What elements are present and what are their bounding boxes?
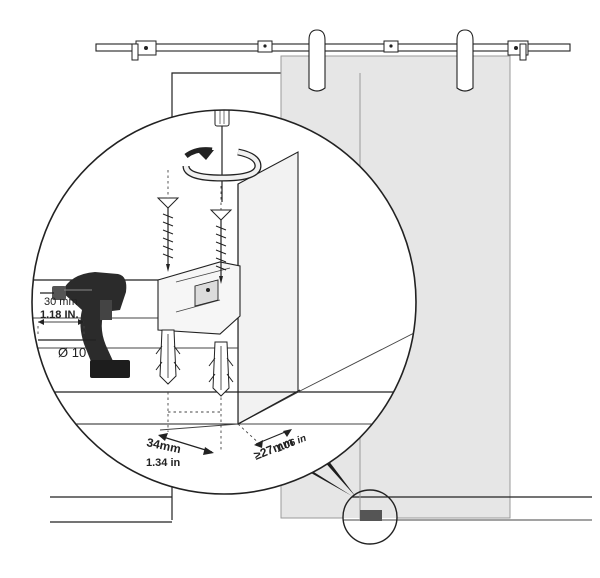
drill-diameter-label: Ø 10 bbox=[58, 345, 86, 360]
sliding-rail bbox=[95, 43, 571, 52]
drill-depth-in-label: 1.18 IN. bbox=[40, 309, 79, 321]
dimension-depth-arrow bbox=[158, 433, 214, 455]
rail-bracket-mid-left bbox=[257, 40, 273, 53]
rotation-arrow-icon bbox=[182, 147, 262, 182]
detail-magnifier: 30 mm 1.18 IN. Ø 10 34mm 1.34 in ≥27mm 1… bbox=[31, 109, 417, 497]
floor-guide-block bbox=[360, 510, 382, 521]
floor-guide-bracket bbox=[157, 261, 241, 335]
screw-left-icon bbox=[156, 197, 180, 272]
drill-depth-mm-label: 30 mm bbox=[44, 296, 78, 308]
drill-icon bbox=[40, 272, 130, 378]
wall-plug-left-icon bbox=[155, 329, 181, 385]
magnifier-ring bbox=[31, 109, 417, 495]
rail-bracket-left bbox=[131, 40, 157, 61]
rail-bracket-right bbox=[507, 40, 529, 61]
cabinet-front-face bbox=[237, 151, 299, 425]
depth-in-label: 1.34 in bbox=[146, 457, 181, 469]
drill-bit-gauge bbox=[37, 319, 96, 341]
wall-plug-right-icon bbox=[208, 341, 234, 397]
roller-hanger-left bbox=[308, 29, 326, 92]
roller-hanger-right bbox=[456, 29, 474, 92]
rail-bracket-mid-right bbox=[383, 40, 399, 53]
dimension-gap-arrow bbox=[237, 423, 292, 448]
floor-guide-callout-ring bbox=[342, 489, 398, 545]
